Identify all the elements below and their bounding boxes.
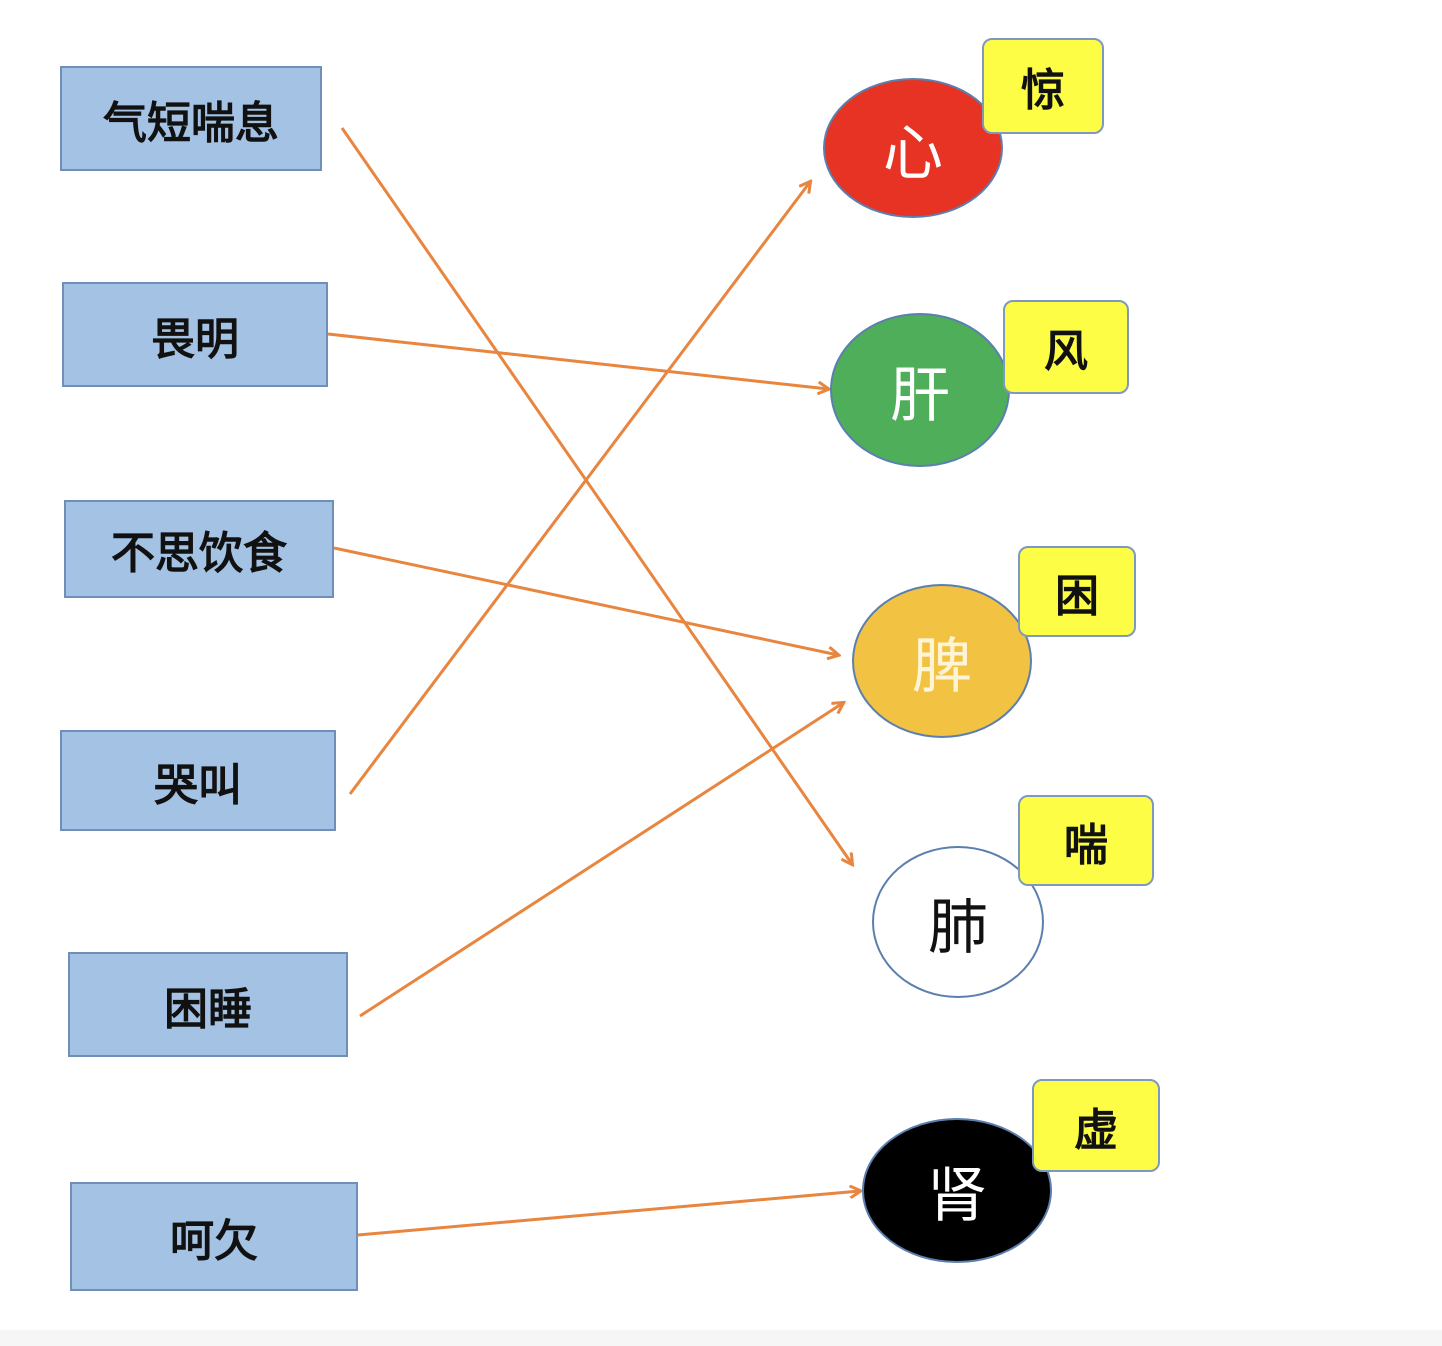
arrow-kunshui-to-pi bbox=[359, 703, 843, 1018]
organ-tag-xu: 虚 bbox=[1032, 1079, 1160, 1172]
organ-label: 肺 bbox=[928, 892, 988, 963]
organ-circle-shen: 肾 bbox=[862, 1118, 1052, 1263]
arrow-busiyinshi-to-pi bbox=[333, 546, 838, 655]
tag-label: 虚 bbox=[1074, 1104, 1118, 1156]
symptom-box-weiming: 畏明 bbox=[62, 282, 328, 387]
symptom-box-kunshui: 困睡 bbox=[68, 952, 348, 1057]
symptom-label: 呵欠 bbox=[170, 1215, 258, 1267]
organ-label: 肾 bbox=[927, 1161, 987, 1231]
symptom-box-haqian: 呵欠 bbox=[70, 1182, 358, 1291]
symptom-label: 哭叫 bbox=[154, 759, 242, 811]
symptom-label: 畏明 bbox=[151, 313, 239, 365]
organ-label: 脾 bbox=[912, 631, 972, 702]
tag-label: 困 bbox=[1055, 570, 1099, 622]
footer-strip bbox=[0, 1330, 1442, 1346]
organ-label: 肝 bbox=[890, 360, 950, 431]
organ-label: 心 bbox=[883, 118, 943, 189]
arrow-kujiao-to-xin bbox=[348, 182, 810, 795]
organ-circle-gan: 肝 bbox=[830, 313, 1010, 467]
symptom-box-qiduanchuanxi: 气短喘息 bbox=[60, 66, 322, 171]
symptom-box-busiyinshi: 不思饮食 bbox=[64, 500, 334, 598]
arrow-qiduanchuanxi-to-fei bbox=[340, 127, 852, 864]
organ-circle-fei: 肺 bbox=[872, 846, 1044, 998]
organ-tag-feng: 风 bbox=[1003, 300, 1129, 394]
symptom-label: 不思饮食 bbox=[111, 528, 287, 579]
arrow-haqian-to-shen bbox=[357, 1191, 860, 1237]
organ-tag-chuan: 喘 bbox=[1018, 795, 1154, 886]
tag-label: 喘 bbox=[1064, 819, 1108, 871]
organ-circle-xin: 心 bbox=[823, 78, 1003, 218]
symptom-label: 气短喘息 bbox=[103, 97, 279, 149]
tag-label: 惊 bbox=[1021, 65, 1065, 116]
organ-tag-jing: 惊 bbox=[982, 38, 1104, 134]
symptom-box-kujiao: 哭叫 bbox=[60, 730, 336, 831]
organ-circle-pi: 脾 bbox=[852, 584, 1032, 738]
symptom-label: 困睡 bbox=[164, 983, 252, 1035]
tag-label: 风 bbox=[1044, 326, 1088, 377]
organ-tag-kun: 困 bbox=[1018, 546, 1136, 637]
arrow-weiming-to-gan bbox=[327, 332, 828, 389]
